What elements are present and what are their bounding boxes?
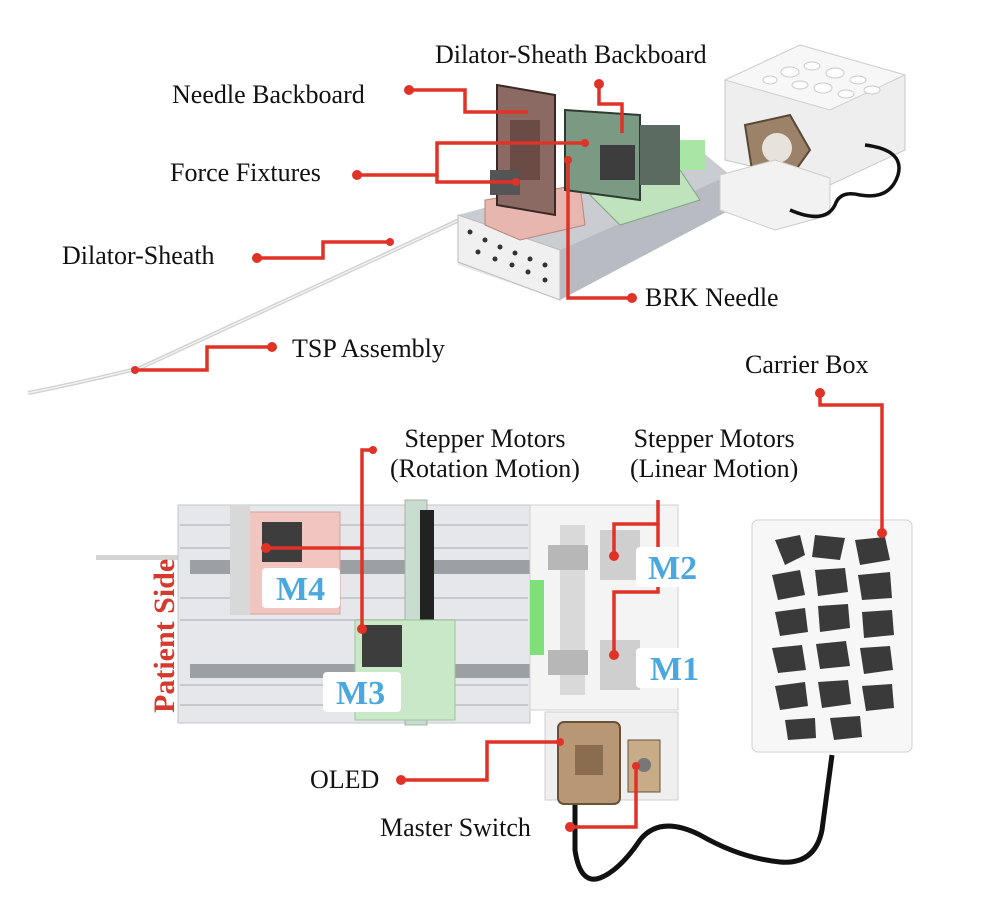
top-cable	[789, 143, 901, 219]
bottom-cable	[572, 754, 835, 882]
label-oled: OLED	[310, 765, 380, 794]
bottom-assembly-render	[96, 499, 913, 882]
top-assembly-render	[27, 44, 907, 395]
top-leader-dots	[131, 79, 637, 374]
motor-tag-backgrounds	[262, 547, 704, 712]
stepper-rotation-line2: (Rotation Motion)	[390, 453, 580, 483]
label-force-fixtures: Force Fixtures	[170, 158, 321, 187]
stepper-linear-line1: Stepper Motors	[633, 424, 795, 453]
label-dilator-sheath: Dilator-Sheath	[62, 241, 215, 270]
motor-tag-m4: M4	[276, 571, 326, 608]
stepper-rotation-line1: Stepper Motors	[404, 424, 566, 453]
label-tsp-assembly: TSP Assembly	[292, 334, 445, 363]
label-master-switch: Master Switch	[380, 813, 531, 842]
motor-tag-m2: M2	[648, 550, 698, 587]
carrier-box-voronoi	[772, 535, 894, 740]
label-stepper-linear: Stepper Motors (Linear Motion)	[630, 424, 798, 484]
top-leader-lines	[135, 84, 632, 372]
stepper-linear-line2: (Linear Motion)	[630, 453, 799, 483]
label-patient-side: Patient Side	[148, 558, 181, 713]
bottom-leader-dots	[261, 388, 887, 832]
label-needle-backboard: Needle Backboard	[172, 80, 365, 109]
label-stepper-rotation: Stepper Motors (Rotation Motion)	[390, 424, 580, 484]
label-brk-needle: BRK Needle	[645, 283, 779, 312]
label-carrier-box: Carrier Box	[745, 350, 869, 379]
motor-tag-m3: M3	[336, 675, 386, 712]
bottom-leader-lines	[266, 393, 884, 829]
motor-tag-m1: M1	[650, 651, 700, 688]
label-dilator-sheath-backboard: Dilator-Sheath Backboard	[435, 40, 707, 69]
